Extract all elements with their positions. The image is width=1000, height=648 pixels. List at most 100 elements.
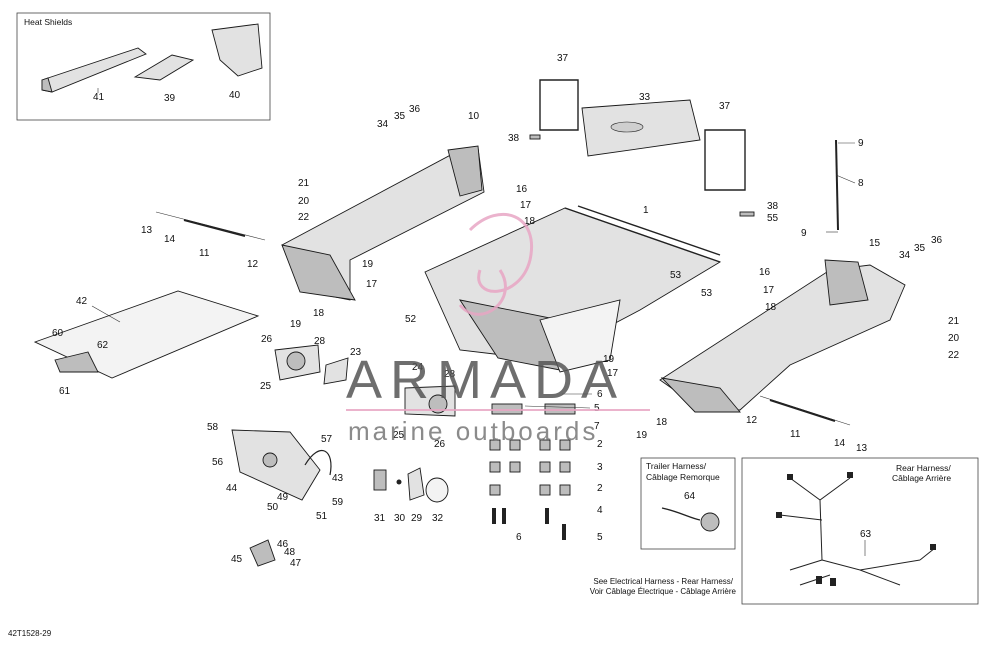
callout-33: 33 xyxy=(639,92,651,103)
callout-64: 64 xyxy=(684,491,696,502)
floor-panel-group: 42 60 62 61 xyxy=(33,290,260,397)
callout-46: 46 xyxy=(277,539,289,550)
callout-51: 51 xyxy=(316,511,328,522)
callout-52: 52 xyxy=(405,314,417,325)
callout-2-top: 2 xyxy=(597,439,603,450)
callout-55: 55 xyxy=(767,213,779,224)
callout-2-bottom: 2 xyxy=(597,483,603,494)
callout-22-left: 22 xyxy=(298,212,310,223)
callout-48: 48 xyxy=(284,547,296,558)
callout-26-b: 26 xyxy=(434,439,446,450)
callout-59: 59 xyxy=(332,497,344,508)
callout-61: 61 xyxy=(59,386,71,397)
rear-harness-title-2: Câblage Arrière xyxy=(892,473,951,483)
watermark-sub: marine outboards xyxy=(348,416,598,446)
watermark-main: ARMADA xyxy=(346,350,625,410)
callout-9-top: 9 xyxy=(858,138,864,149)
callout-39: 39 xyxy=(164,93,176,104)
callout-23: 23 xyxy=(350,347,362,358)
document-id: 42T1528-29 xyxy=(8,629,52,638)
callout-57: 57 xyxy=(321,434,333,445)
callout-5-top: 5 xyxy=(594,403,600,414)
trailer-harness-title-1: Trailer Harness/ xyxy=(646,461,707,471)
callout-45: 45 xyxy=(231,554,243,565)
watermark-logo-swirl xyxy=(458,212,533,316)
callout-7: 7 xyxy=(594,421,600,432)
callout-14-left: 14 xyxy=(164,234,176,245)
callout-25-a: 25 xyxy=(260,381,272,392)
callout-18-c: 18 xyxy=(765,302,777,313)
callout-24: 24 xyxy=(412,362,424,373)
callout-18-b: 18 xyxy=(313,308,325,319)
callout-17-d: 17 xyxy=(763,285,775,296)
callout-25-b: 25 xyxy=(393,430,405,441)
callout-11-left: 11 xyxy=(199,248,210,259)
heat-shield-41-shape xyxy=(41,47,147,93)
callout-20-left: 20 xyxy=(298,196,310,207)
heat-shield-40-shape xyxy=(211,23,263,77)
callout-21-left: 21 xyxy=(298,178,310,189)
callout-37-left: 37 xyxy=(557,53,569,64)
callout-49: 49 xyxy=(277,492,289,503)
callout-53-a: 53 xyxy=(670,270,682,281)
hitch-plate-56-shape xyxy=(231,429,321,501)
callout-20-right: 20 xyxy=(948,333,960,344)
callout-30: 30 xyxy=(394,513,406,524)
heat-shields-box: Heat Shields 41 39 40 xyxy=(16,12,271,121)
callout-32: 32 xyxy=(432,513,444,524)
callout-36-left: 36 xyxy=(409,104,421,115)
callout-29: 29 xyxy=(411,513,423,524)
callout-15: 15 xyxy=(869,238,881,249)
rear-harness-title-1: Rear Harness/ xyxy=(896,463,951,473)
callout-18-a: 18 xyxy=(524,216,536,227)
callout-9-bottom: 9 xyxy=(801,228,807,239)
callout-41: 41 xyxy=(93,92,105,103)
callout-21-right: 21 xyxy=(948,316,960,327)
heat-shield-41-end xyxy=(41,77,53,93)
callout-19-c: 19 xyxy=(603,354,615,365)
loose-parts-group: 31 30 29 32 xyxy=(373,467,449,524)
rear-harness-box: Rear Harness/ Câblage Arrière 63 See Ele… xyxy=(590,457,979,605)
callout-53-b: 53 xyxy=(701,288,713,299)
callout-16-a: 16 xyxy=(516,184,528,195)
callout-10: 10 xyxy=(468,111,480,122)
callout-12-left: 12 xyxy=(247,259,259,270)
callout-34-left: 34 xyxy=(377,119,389,130)
callout-22-right: 22 xyxy=(948,350,960,361)
callout-38-right: 38 xyxy=(767,201,779,212)
callout-47: 47 xyxy=(290,558,302,569)
callout-8: 8 xyxy=(858,178,864,189)
see-note-line-1: See Electrical Harness - Rear Harness/ xyxy=(593,577,733,586)
callout-12-right: 12 xyxy=(746,415,758,426)
callout-17-c: 17 xyxy=(607,368,619,379)
left-rail-group: 34 35 36 10 21 20 22 13 14 11 12 19 17 1… xyxy=(141,104,485,330)
central-frame-group: 16 17 18 1 52 53 53 19 17 xyxy=(405,184,722,379)
callout-6-bottom: 6 xyxy=(516,532,522,543)
callout-58: 58 xyxy=(207,422,219,433)
callout-16-b: 16 xyxy=(759,267,771,278)
callout-50: 50 xyxy=(267,502,279,513)
trailer-harness-title-2: Câblage Remorque xyxy=(646,472,720,482)
callout-19-b: 19 xyxy=(290,319,302,330)
callout-42: 42 xyxy=(76,296,88,307)
callout-40: 40 xyxy=(229,90,241,101)
callout-35-left: 35 xyxy=(394,111,406,122)
callout-31: 31 xyxy=(374,513,386,524)
callout-1: 1 xyxy=(643,205,649,216)
trailer-harness-box: Trailer Harness/ Câblage Remorque 64 xyxy=(640,457,736,550)
callout-3: 3 xyxy=(597,462,603,473)
callout-17-b: 17 xyxy=(366,279,378,290)
callout-5-bottom: 5 xyxy=(597,532,603,543)
callout-11-right: 11 xyxy=(790,429,801,440)
callout-36-right: 36 xyxy=(931,235,943,246)
callout-44: 44 xyxy=(226,483,238,494)
callout-13-right: 13 xyxy=(856,443,868,454)
watermark: ARMADA marine outboards xyxy=(346,212,650,446)
callout-35-right: 35 xyxy=(914,243,926,254)
callout-19-d: 19 xyxy=(636,430,648,441)
callout-28-a: 28 xyxy=(314,336,326,347)
callout-43: 43 xyxy=(332,473,344,484)
callout-63: 63 xyxy=(860,529,872,540)
rear-bumper-group: 37 37 33 38 38 55 9 8 9 xyxy=(508,53,864,239)
